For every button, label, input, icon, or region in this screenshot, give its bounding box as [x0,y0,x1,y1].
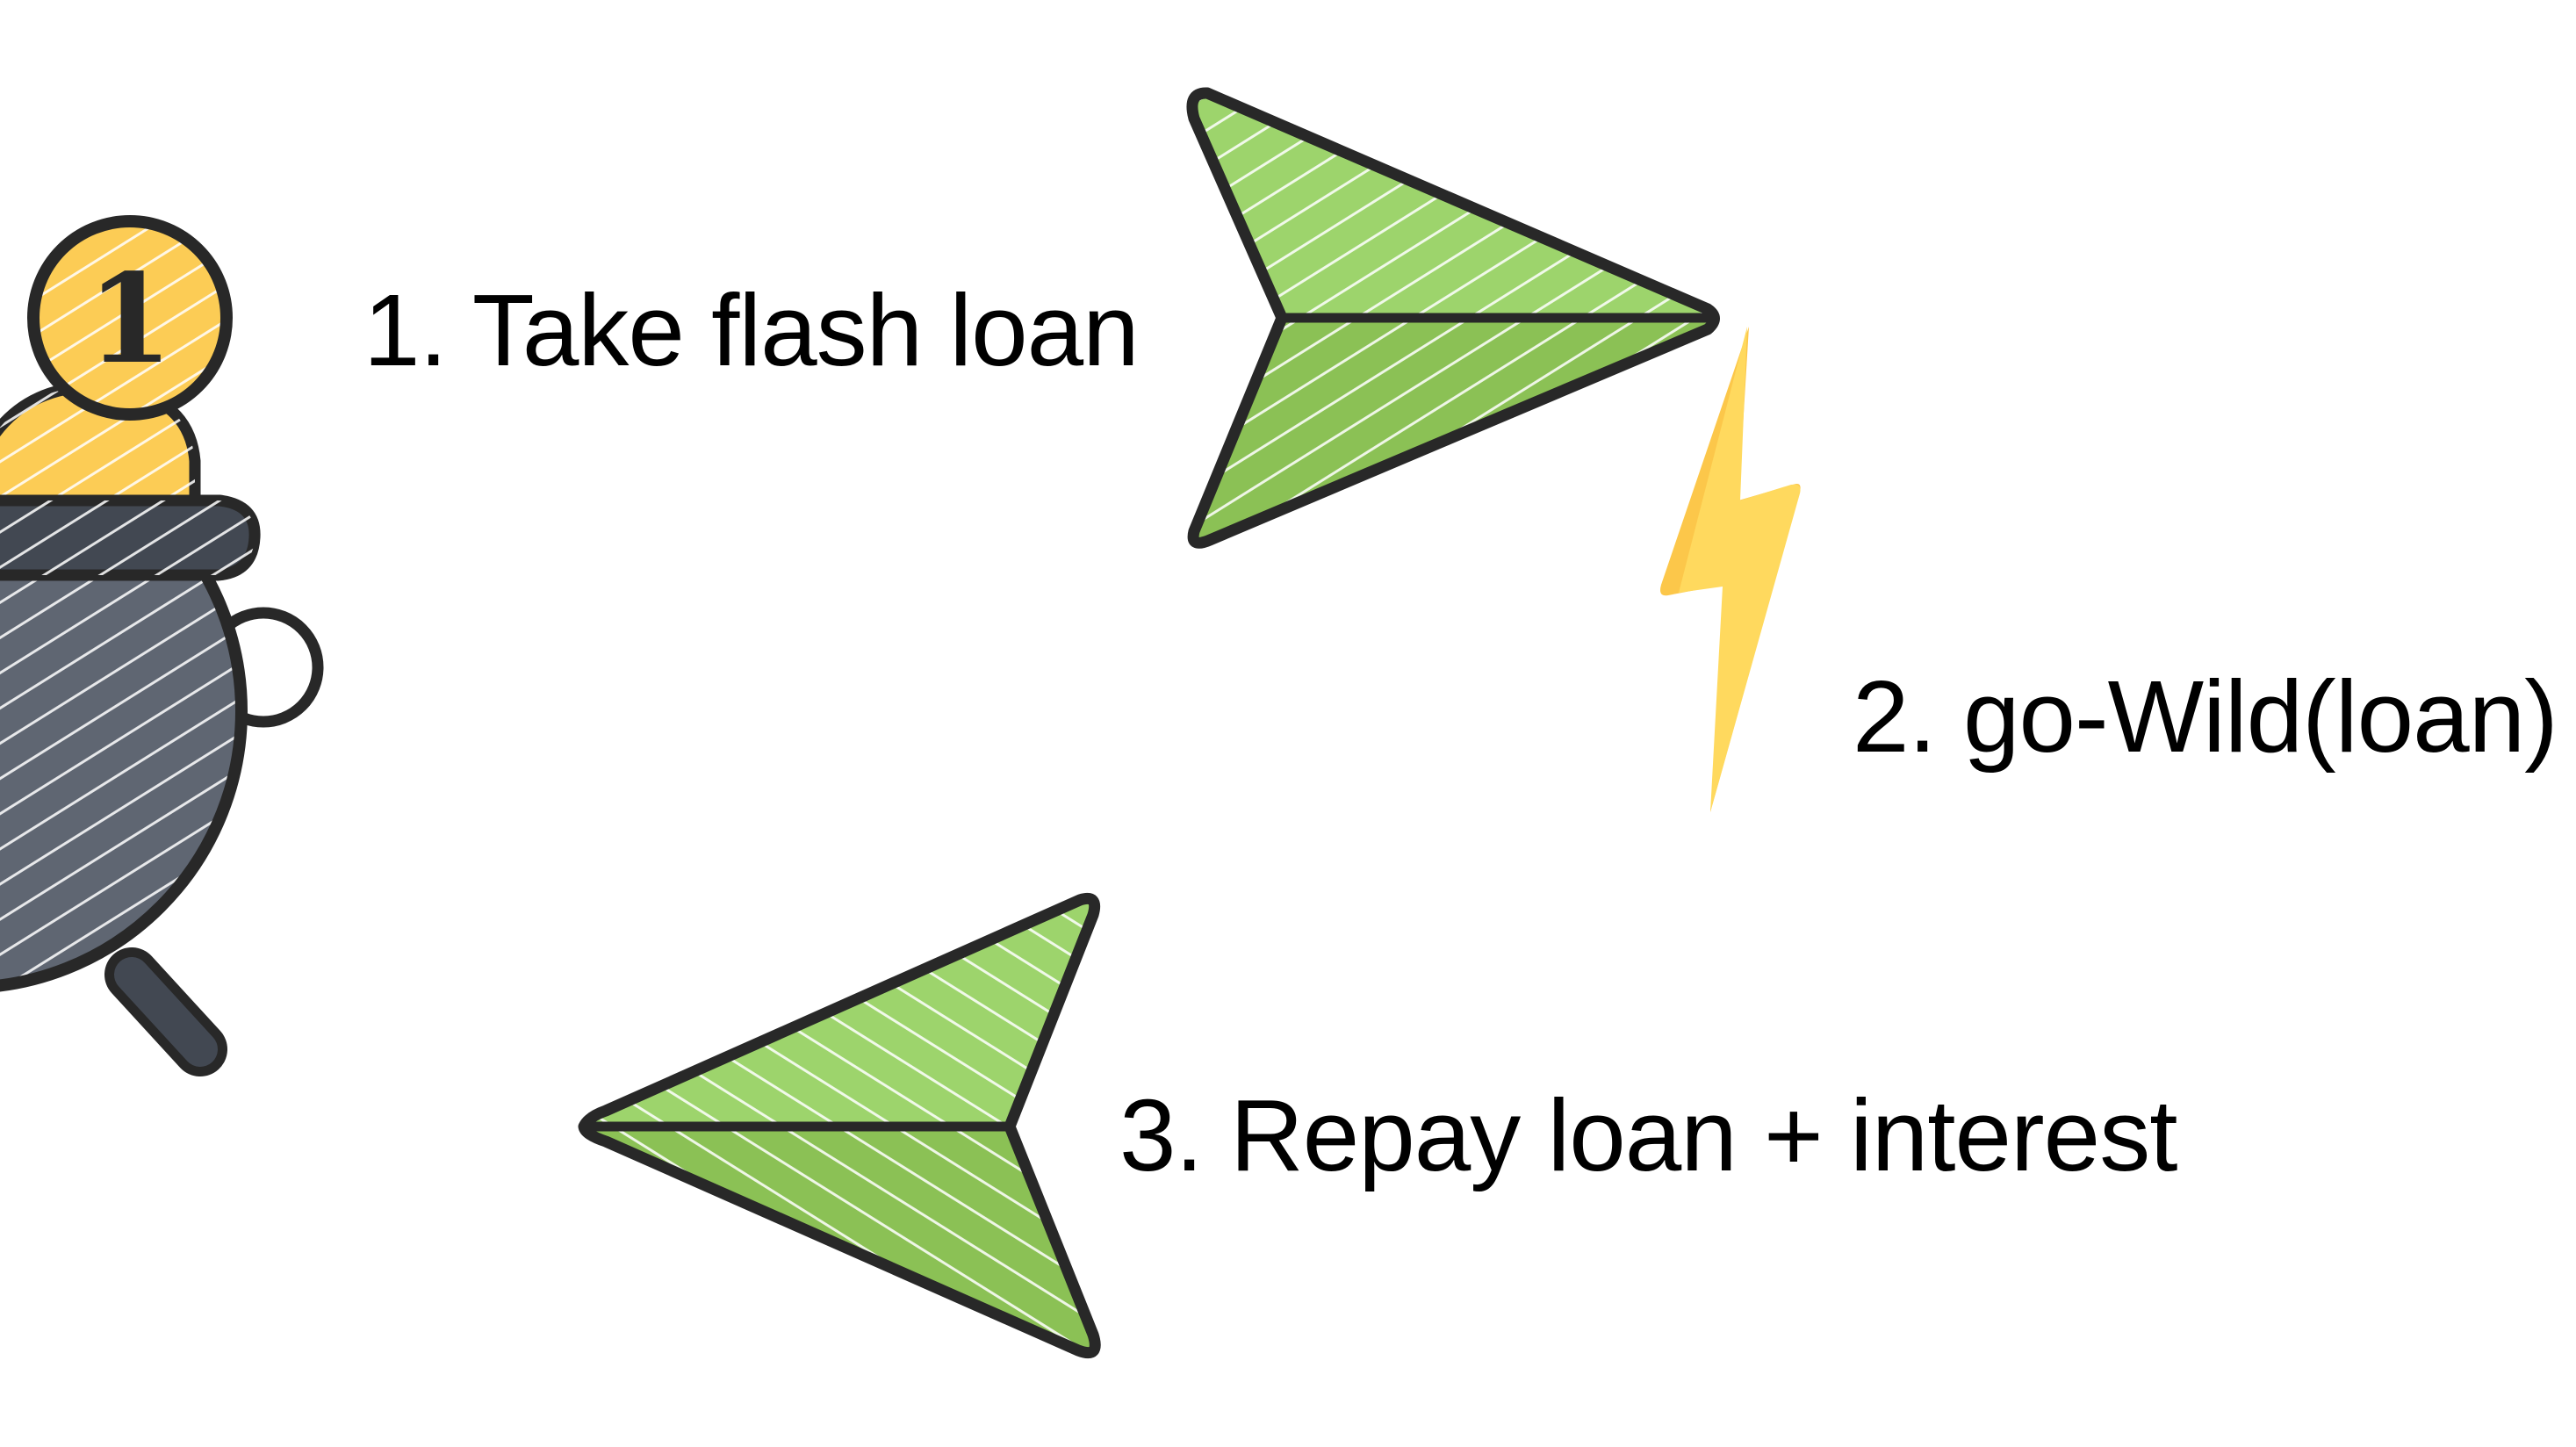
arrow-right-icon [1186,87,1720,549]
coin-icon: 1 [27,215,233,421]
pot-of-gold-icon: 1 [0,215,324,1076]
step-2-label: 2. go-Wild(loan) [1853,659,2558,774]
step-3-label: 3. Repay loan + interest [1119,1078,2177,1192]
arrow-left-icon [578,892,1101,1359]
lightning-bolt-icon [1660,327,1801,812]
pot-leg [104,947,227,1076]
step-1-label: 1. Take flash loan [363,273,1140,387]
pot-rim [0,494,261,581]
coin-label: 1 [87,248,172,392]
